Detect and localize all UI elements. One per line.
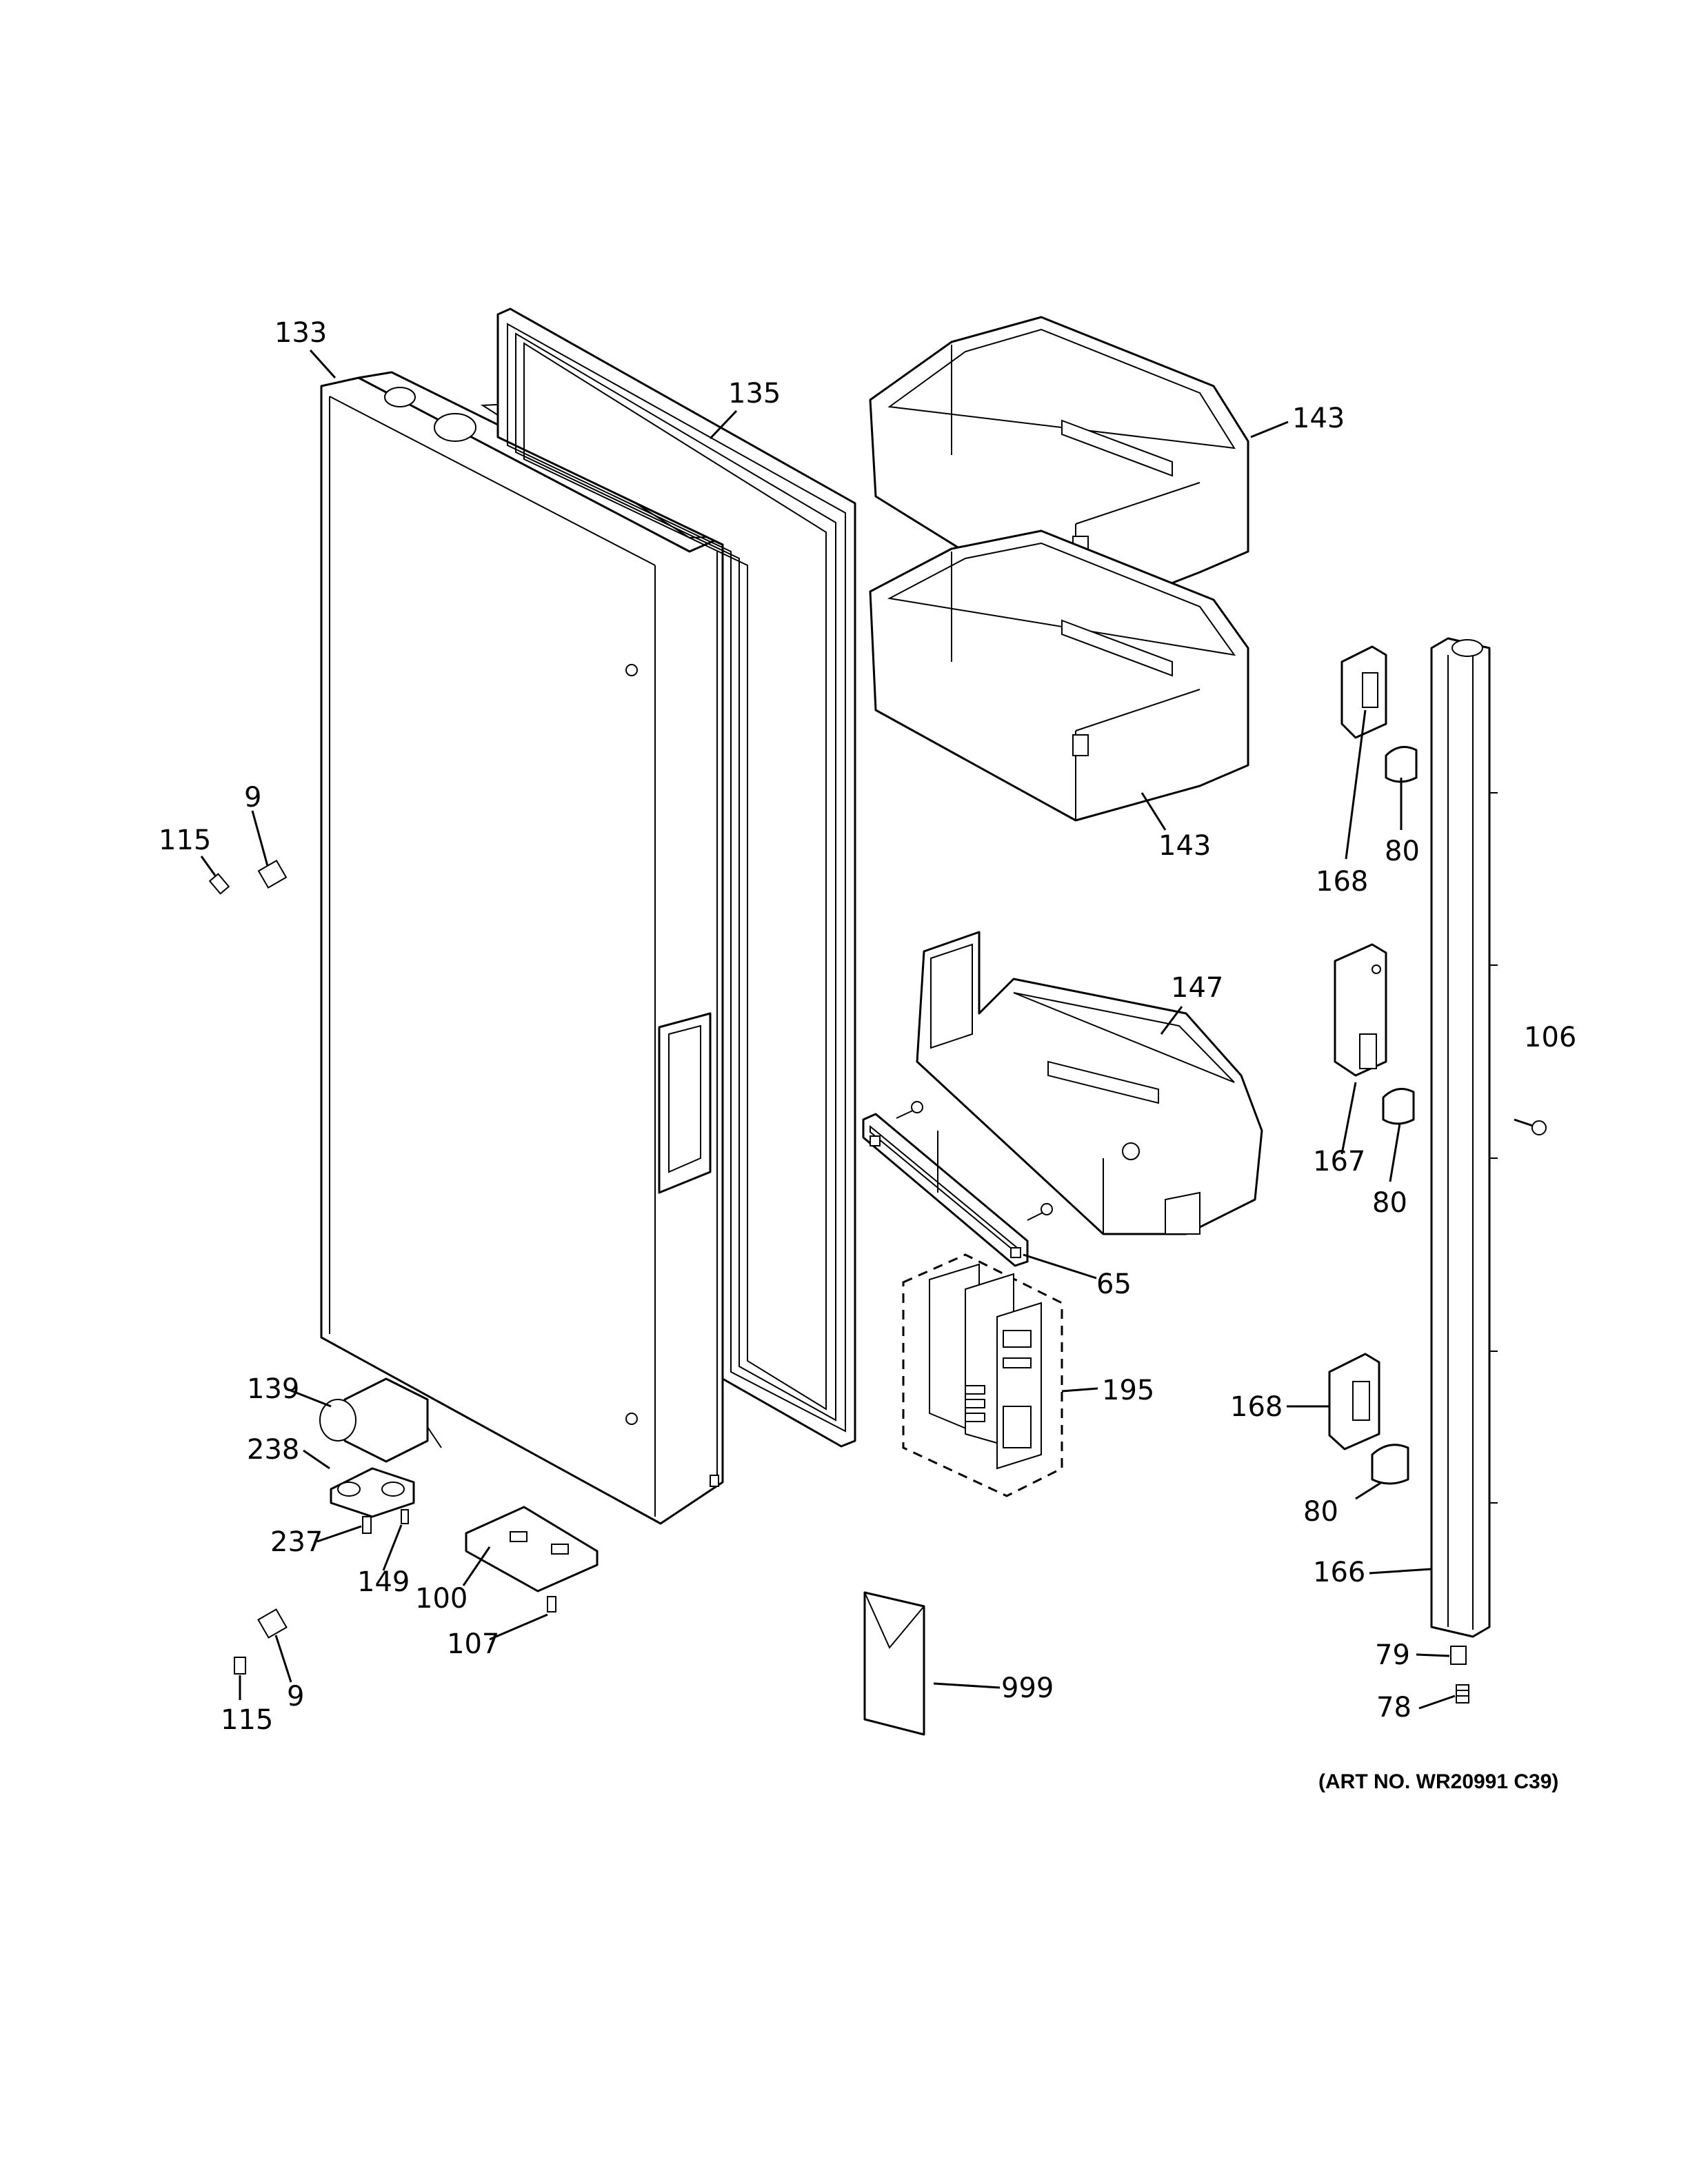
- callout-149: 149: [357, 1566, 410, 1598]
- callout-133: 133: [274, 317, 327, 349]
- hinge-168-upper: [1340, 645, 1387, 739]
- gasket-135: [496, 307, 856, 1448]
- callout-labels: 133 135 143 143 147 65 195 168 80 167 80…: [159, 317, 1576, 1793]
- callout-195: 195: [1102, 1375, 1154, 1406]
- callout-80-lower: 80: [1303, 1496, 1338, 1528]
- callout-238: 238: [247, 1434, 299, 1466]
- hinge-167: [1334, 943, 1387, 1077]
- screw-106: [1514, 1118, 1547, 1135]
- callout-999: 999: [1001, 1672, 1054, 1704]
- door-bin-upper-143: [869, 316, 1249, 622]
- hinge-168-lower: [1328, 1353, 1380, 1450]
- callout-143-lower: 143: [1158, 830, 1211, 862]
- callout-168-upper: 168: [1316, 866, 1368, 898]
- door-bin-147: [916, 931, 1263, 1235]
- leveler-9-upper: [257, 860, 288, 889]
- door-133: [320, 371, 728, 1525]
- door-bin-lower-143: [869, 529, 1249, 822]
- callout-100: 100: [415, 1583, 468, 1615]
- callout-147: 147: [1171, 972, 1223, 1004]
- callout-115-upper: 115: [159, 825, 211, 856]
- callout-78: 78: [1376, 1692, 1411, 1723]
- control-board-195: [902, 1253, 1063, 1497]
- callout-143-upper: 143: [1292, 403, 1345, 434]
- callout-79: 79: [1375, 1639, 1410, 1671]
- callout-237: 237: [270, 1526, 323, 1558]
- callout-80-upper: 80: [1385, 836, 1420, 867]
- hinge-block-139: [319, 1377, 442, 1463]
- bracket-100: [465, 1506, 599, 1593]
- screw-115-upper: [208, 873, 230, 895]
- callout-167: 167: [1313, 1146, 1365, 1177]
- callout-65: 65: [1096, 1268, 1132, 1300]
- bushing-80-lower: [1371, 1444, 1409, 1485]
- callout-9-upper: 9: [244, 782, 261, 813]
- bushing-80-upper: [1385, 746, 1418, 783]
- callout-9-lower: 9: [287, 1681, 304, 1712]
- door-trim-166: [1430, 637, 1498, 1638]
- callout-168-lower: 168: [1230, 1391, 1283, 1423]
- screw-237: [362, 1516, 372, 1534]
- cam-238: [330, 1467, 415, 1518]
- callout-115-lower: 115: [221, 1704, 273, 1736]
- callout-139: 139: [247, 1373, 299, 1405]
- literature-999: [863, 1591, 925, 1736]
- callout-135: 135: [728, 378, 781, 410]
- cover-65: [862, 1101, 1053, 1267]
- spring-78: [1456, 1684, 1469, 1703]
- screw-149: [401, 1509, 409, 1524]
- screw-107: [547, 1596, 556, 1612]
- callout-80-middle: 80: [1372, 1187, 1407, 1219]
- callout-166: 166: [1313, 1557, 1365, 1588]
- leveler-9-lower: [257, 1608, 288, 1639]
- callout-107: 107: [447, 1628, 499, 1660]
- art-number: (ART NO. WR20991 C39): [1318, 1770, 1558, 1793]
- screw-115-lower: [234, 1657, 246, 1675]
- leader-lines: [200, 349, 1456, 1710]
- bushing-80-middle: [1382, 1088, 1415, 1125]
- pin-79: [1450, 1646, 1467, 1665]
- callout-106: 106: [1524, 1022, 1576, 1053]
